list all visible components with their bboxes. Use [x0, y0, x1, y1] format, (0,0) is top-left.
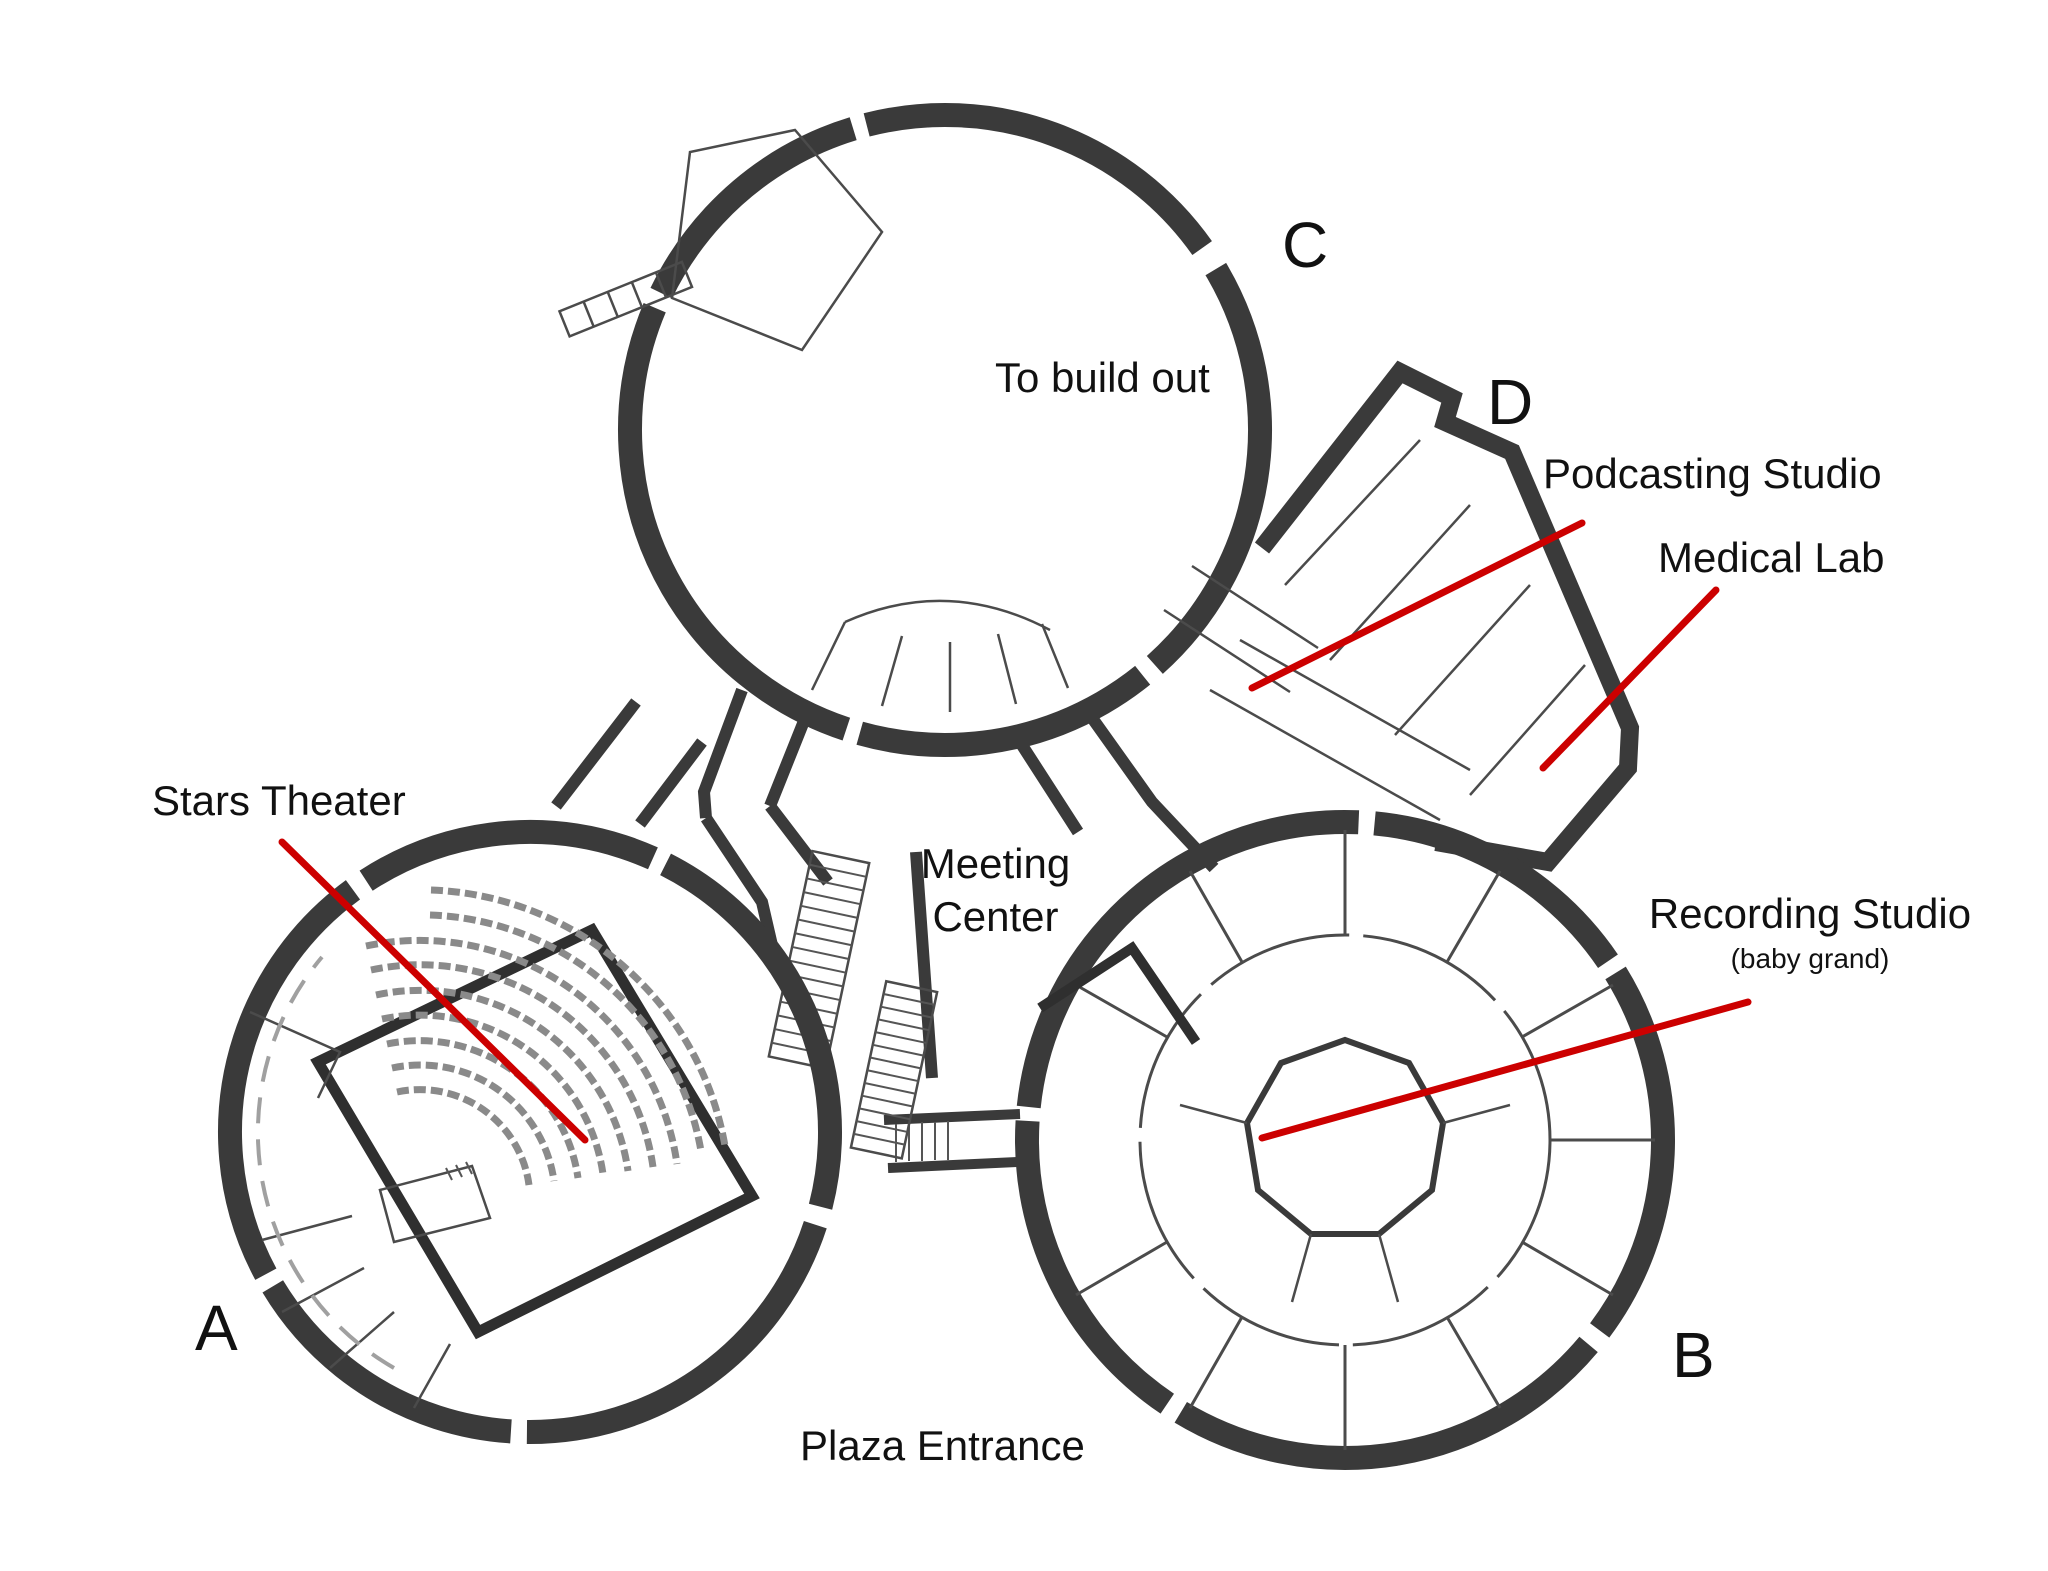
theater-walls — [310, 922, 760, 1340]
to-build-out-label: To build out — [995, 354, 1210, 401]
stairs-1 — [767, 849, 871, 1071]
building-a — [218, 820, 842, 1444]
closet-row — [557, 260, 694, 339]
plaza-entrance-label: Plaza Entrance — [800, 1422, 1085, 1469]
meeting-center-label: Meeting Center — [920, 840, 1071, 940]
building-d-label: D — [1487, 366, 1534, 438]
building-b-radial-partitions — [1075, 830, 1655, 1450]
stars-theater-line — [278, 838, 589, 1144]
corridor-walls — [551, 687, 1219, 1079]
building-b-label: B — [1672, 1319, 1715, 1391]
recording-studio-label-group: Recording Studio (baby grand) — [1640, 888, 1980, 976]
building-d — [1209, 360, 1640, 872]
building-b — [1015, 810, 1675, 1470]
recording-studio-label: Recording Studio — [1648, 890, 1972, 937]
building-c-label: C — [1282, 209, 1329, 281]
building-b-room-walls — [1037, 941, 1201, 1045]
building-c-ring — [618, 103, 1272, 757]
building-d-outline — [1254, 360, 1640, 872]
recording-studio-note: (baby grand) — [1730, 942, 1890, 974]
building-c-closets — [557, 260, 694, 339]
podcasting-studio-label: Podcasting Studio — [1543, 450, 1882, 497]
medical-lab-line — [1539, 586, 1720, 772]
building-b-ring — [1015, 810, 1675, 1470]
theater-stage — [378, 1164, 492, 1244]
building-b-inner-ring — [1138, 933, 1552, 1347]
stars-theater-label: Stars Theater — [152, 777, 406, 824]
recording-studio-line — [1258, 998, 1752, 1142]
stairs-2-treads — [853, 992, 935, 1146]
stairs-1-outline — [767, 849, 871, 1071]
building-c-inner-arc — [844, 599, 1051, 632]
meeting-center-area — [551, 687, 1219, 1173]
annotation-lines — [278, 519, 1752, 1144]
stairs-2-outline — [849, 979, 939, 1160]
building-d-partitions — [1209, 439, 1586, 822]
building-c-partitions — [810, 621, 1070, 712]
building-a-partitions — [249, 1010, 452, 1409]
closet-dividers — [582, 271, 668, 328]
building-c — [557, 103, 1319, 757]
stage-hatch — [445, 1161, 473, 1181]
building-b-core-connectors — [1179, 1103, 1511, 1303]
entrance-door-hatch — [895, 1121, 949, 1162]
stairs-2 — [849, 979, 939, 1160]
podcasting-studio-line — [1248, 519, 1586, 692]
theater-seating — [365, 886, 729, 1186]
building-c-room — [670, 128, 884, 352]
medical-lab-label: Medical Lab — [1658, 534, 1885, 581]
building-a-ring — [218, 820, 842, 1444]
building-a-label: A — [195, 1292, 238, 1364]
